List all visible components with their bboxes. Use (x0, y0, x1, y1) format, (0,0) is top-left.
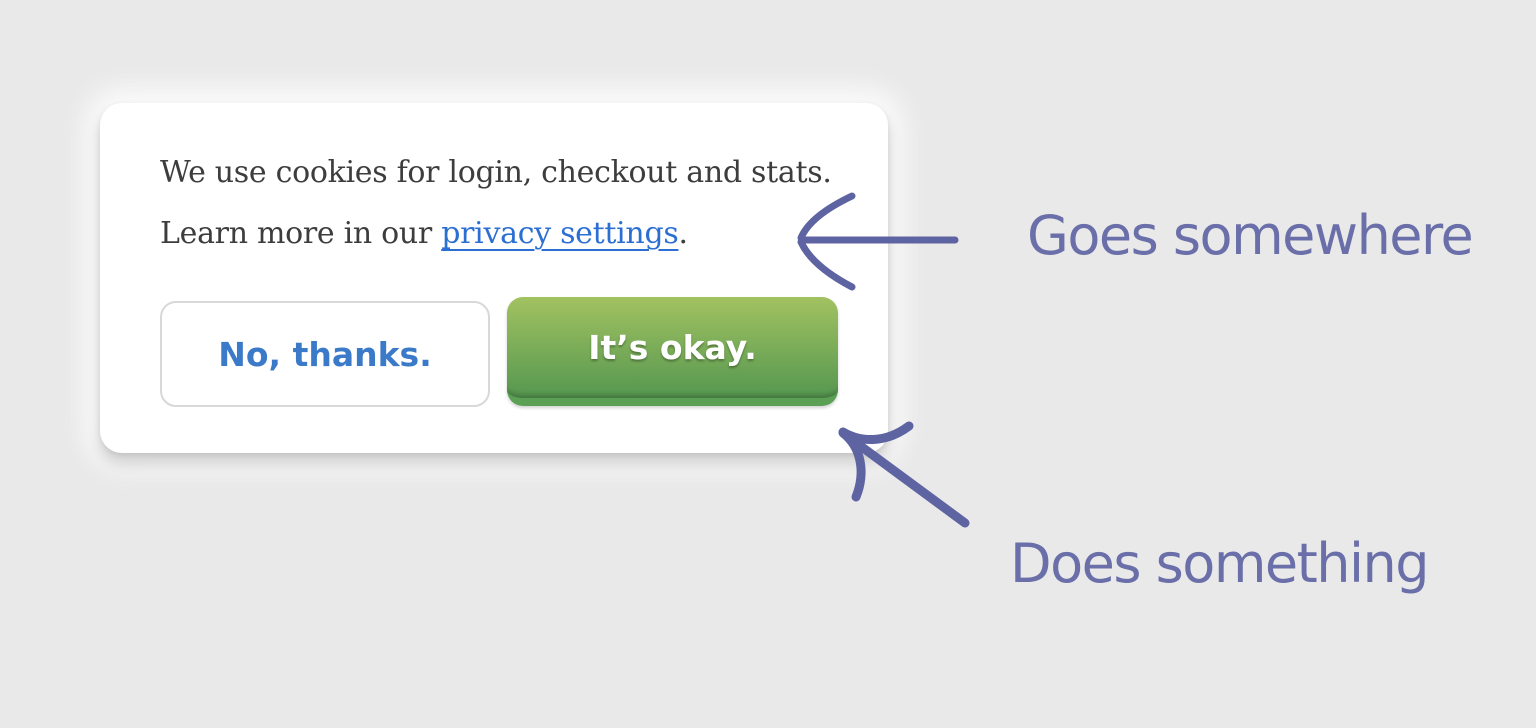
cookie-message-line-2-suffix: . (678, 216, 688, 251)
privacy-settings-link[interactable]: privacy settings (441, 216, 679, 251)
accept-cookies-button[interactable]: It’s okay. (507, 297, 838, 406)
annotation-goes-somewhere: Goes somewhere (1027, 204, 1474, 267)
cookie-message-line-2: Learn more in our privacy settings. (160, 216, 688, 251)
decline-cookies-button[interactable]: No, thanks. (160, 301, 490, 407)
cookie-banner-card: We use cookies for login, checkout and s… (100, 103, 888, 453)
annotation-does-something: Does something (1010, 532, 1430, 595)
cookie-message-line-2-prefix: Learn more in our (160, 216, 442, 251)
cookie-message-line-1: We use cookies for login, checkout and s… (160, 155, 832, 190)
